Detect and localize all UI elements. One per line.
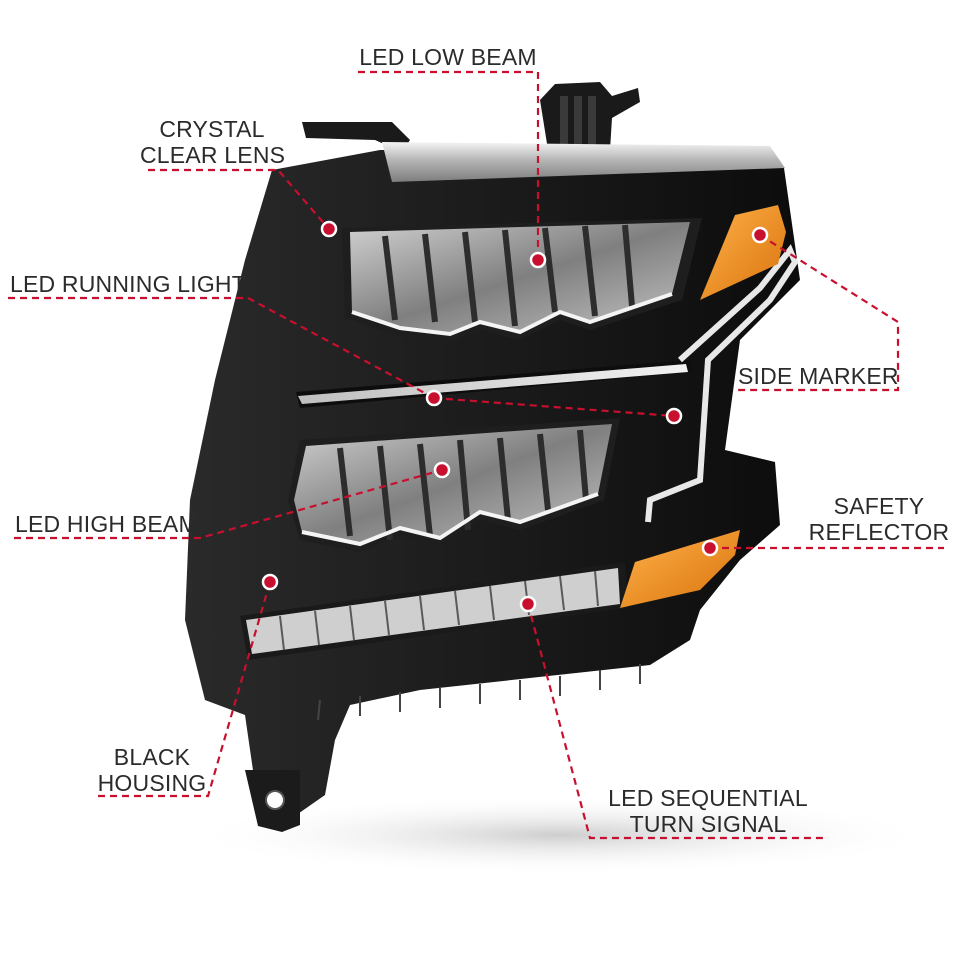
- dot-running-light-guide: [665, 407, 683, 425]
- dot-side-marker: [751, 226, 769, 244]
- dot-black-housing: [261, 573, 279, 591]
- ground-shadow: [180, 795, 940, 875]
- dot-low-beam: [529, 251, 547, 269]
- callout-dots: [261, 220, 769, 613]
- mounting-tabs: [302, 82, 640, 152]
- label-safety-reflector: SAFETY REFLECTOR: [808, 493, 950, 545]
- high-beam-bay: [288, 418, 620, 552]
- label-crystal-clear-lens: CRYSTAL CLEAR LENS: [140, 116, 286, 168]
- chrome-trim: [382, 142, 785, 182]
- dot-high-beam: [433, 461, 451, 479]
- label-led-high-beam: LED HIGH BEAM: [15, 511, 198, 537]
- running-light-bar: [296, 244, 799, 523]
- label-led-low-beam: LED LOW BEAM: [359, 44, 537, 70]
- label-side-marker: SIDE MARKER: [738, 363, 899, 389]
- dot-running-light: [425, 389, 443, 407]
- label-led-running-light: LED RUNNING LIGHT: [10, 271, 246, 297]
- bottom-bracket: [245, 770, 300, 832]
- label-black-housing: BLACK HOUSING: [97, 744, 207, 796]
- dot-turn-signal: [519, 595, 537, 613]
- dot-safety-reflector: [701, 539, 719, 557]
- dot-crystal-lens: [320, 220, 338, 238]
- low-beam-bay: [342, 218, 702, 342]
- label-led-sequential-turn-signal: LED SEQUENTIAL TURN SIGNAL: [608, 785, 808, 837]
- callout-lines: [8, 70, 944, 840]
- turn-signal-strip: [240, 562, 628, 660]
- housing-fins: [317, 664, 641, 721]
